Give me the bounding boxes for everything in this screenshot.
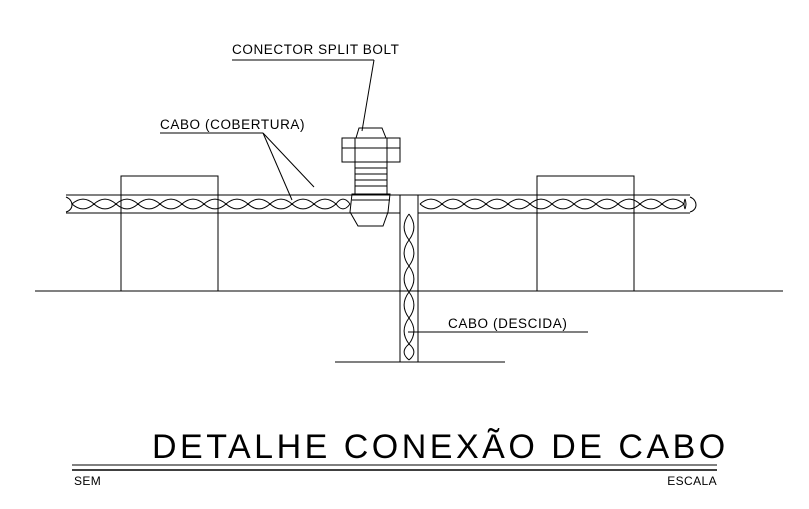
cable-roof-leader <box>160 132 315 201</box>
cable-down-label: CABO (DESCIDA) <box>448 316 567 331</box>
connector-leader <box>232 59 375 132</box>
left-support-block <box>120 175 219 292</box>
split-bolt-connector <box>341 127 401 227</box>
roof-cable <box>65 194 697 214</box>
cable-roof-label: CABO (COBERTURA) <box>160 117 305 132</box>
down-cable <box>399 194 419 362</box>
page-title: DETALHE CONEXÃO DE CABO <box>152 428 729 466</box>
scale-left-text: SEM <box>74 474 101 488</box>
connector-label: CONECTOR SPLIT BOLT <box>232 42 399 57</box>
right-support-block <box>536 175 635 292</box>
scale-right-text: ESCALA <box>667 474 717 488</box>
